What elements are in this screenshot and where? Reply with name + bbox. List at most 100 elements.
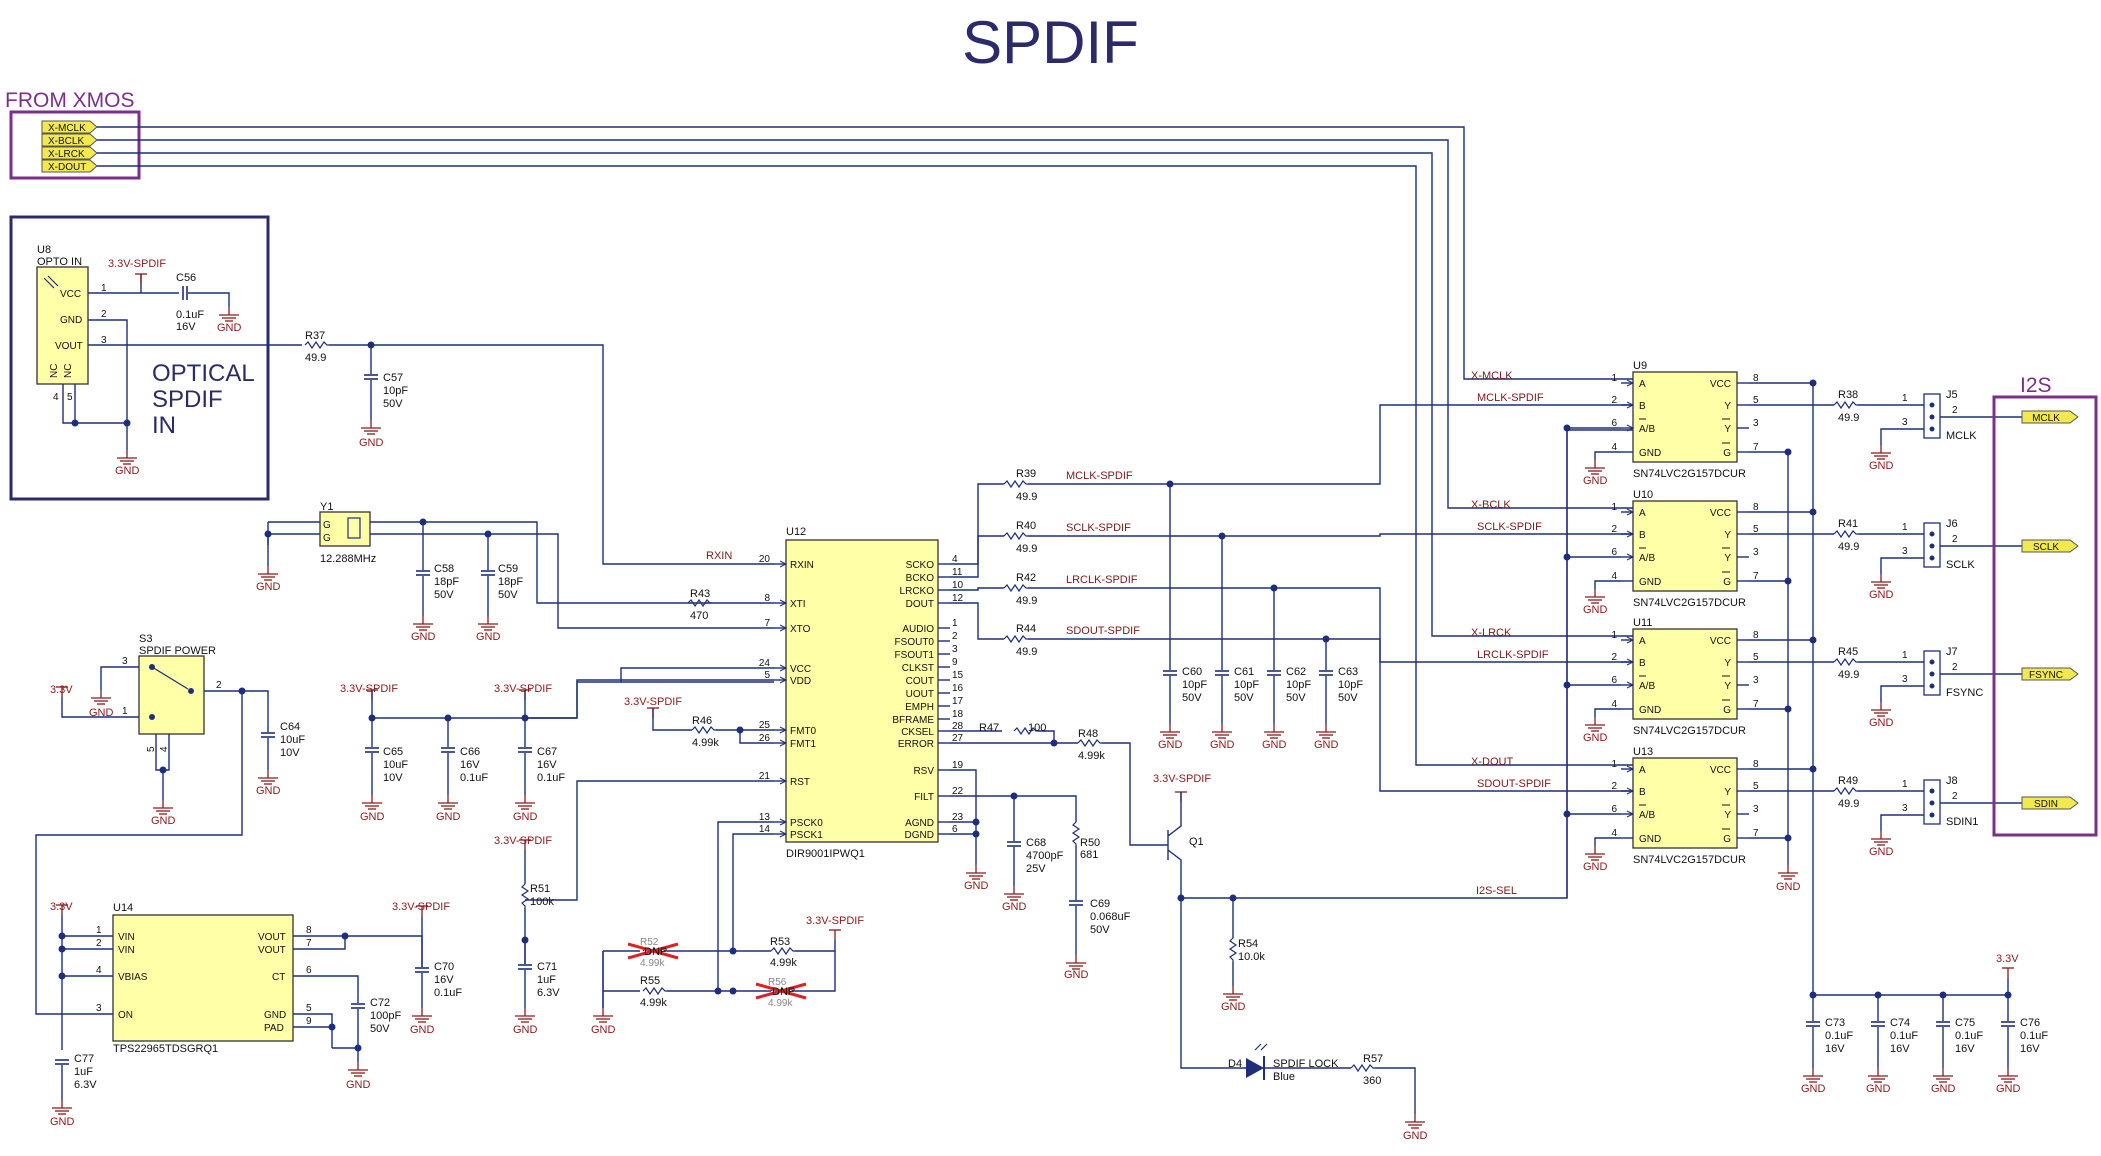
s3-num-1: 1 bbox=[122, 706, 128, 717]
c70-val: 16V bbox=[434, 974, 454, 986]
pin-arrow bbox=[1626, 530, 1635, 538]
pin-arrow bbox=[779, 726, 788, 734]
c56-volt: 16V bbox=[176, 321, 196, 333]
u12-right-pin-num: 15 bbox=[952, 670, 964, 681]
u12-right-pin-num: 11 bbox=[952, 567, 963, 578]
mux-left-num: 6 bbox=[1611, 418, 1617, 429]
u12-right-pin-label: ERROR bbox=[898, 739, 934, 750]
c56-val: 0.1uF bbox=[176, 309, 204, 321]
r57-val: 360 bbox=[1363, 1075, 1381, 1087]
d4-label: SPDIF LOCK bbox=[1273, 1058, 1339, 1070]
pin-arrow bbox=[779, 739, 788, 747]
c77-ref: C77 bbox=[74, 1053, 94, 1065]
u12-right-pin-label: LRCKO bbox=[900, 586, 935, 597]
i2s-flag-shape bbox=[2021, 667, 2079, 681]
mux-right-pin: Y bbox=[1724, 810, 1731, 821]
u8-num-5: 5 bbox=[67, 392, 73, 403]
mux-b-net: MCLK-SPDIF bbox=[1477, 392, 1544, 404]
gnd-label: GND bbox=[1403, 1130, 1428, 1142]
mux-left-pin: B bbox=[1639, 658, 1646, 669]
mux-left-num: 4 bbox=[1611, 571, 1617, 582]
pin-arrow bbox=[1626, 401, 1635, 409]
u12-right-pin-num: 1 bbox=[952, 618, 958, 629]
pin-arrow bbox=[1626, 810, 1635, 818]
decoupling-cap-volt: 16V bbox=[1890, 1043, 1910, 1055]
c77-volt: 6.3V bbox=[74, 1079, 97, 1091]
jack-pin bbox=[1929, 426, 1935, 432]
gnd-label: GND bbox=[436, 811, 461, 823]
mux-right-num: 8 bbox=[1753, 630, 1759, 641]
spdif-net-wire bbox=[950, 587, 1004, 591]
r46-val: 4.99k bbox=[692, 737, 719, 749]
s3-num-3: 3 bbox=[122, 656, 128, 667]
u14-num-3: 3 bbox=[96, 1003, 102, 1014]
gnd-symbol bbox=[1777, 864, 1799, 880]
mux-right-num: 3 bbox=[1753, 547, 1759, 558]
u12-right-pin-label: DOUT bbox=[906, 599, 934, 610]
u14-pin-vin1: VIN bbox=[118, 932, 135, 943]
c66-ref: C66 bbox=[460, 746, 480, 758]
r37-ref: R37 bbox=[305, 330, 325, 342]
u12-right-pin-num: 27 bbox=[952, 733, 964, 744]
spdif-net-route bbox=[1028, 638, 1633, 792]
decoupling-cap-volt: 16V bbox=[1955, 1043, 1975, 1055]
u14-num-5: 5 bbox=[306, 1003, 312, 1014]
c64-val: 10uF bbox=[280, 734, 305, 746]
page-title: SPDIF bbox=[962, 9, 1139, 76]
pin-arrow bbox=[779, 818, 788, 826]
c69-volt: 50V bbox=[1090, 924, 1110, 936]
c66-val: 16V bbox=[460, 759, 480, 771]
gnd-label: GND bbox=[1776, 881, 1801, 893]
gnd-label: GND bbox=[1583, 604, 1608, 616]
out-resistor bbox=[1833, 787, 1859, 795]
c70-ref: C70 bbox=[434, 961, 454, 973]
mux-right-num: 3 bbox=[1753, 804, 1759, 815]
u12-right-pin-num: 18 bbox=[952, 709, 964, 720]
u14-load-switch: U14 TPS22965TDSGRQ1 VIN VIN VBIAS ON 1 2… bbox=[50, 901, 462, 1128]
mux-right-pin: G bbox=[1723, 834, 1731, 845]
mux-right-pin: Y bbox=[1724, 553, 1731, 564]
mux-left-pin: GND bbox=[1639, 834, 1661, 845]
s3-ref: S3 bbox=[139, 633, 152, 645]
r51-ref: R51 bbox=[530, 883, 550, 895]
u12-right-pin-num: 22 bbox=[952, 786, 964, 797]
mux-left-pin: B bbox=[1639, 787, 1646, 798]
gnd-label: GND bbox=[1262, 739, 1287, 751]
spdif-res-val: 49.9 bbox=[1016, 646, 1037, 658]
gnd-symbol bbox=[1997, 1067, 2019, 1083]
pwr-label: 3.3V bbox=[50, 684, 73, 696]
c72-ref: C72 bbox=[370, 997, 390, 1009]
pin-arrow bbox=[1626, 765, 1635, 773]
u12-left-pin-num: 20 bbox=[759, 554, 771, 565]
u12-right-pin-num: 4 bbox=[952, 554, 958, 565]
u12-dir9001: U12 DIR9001IPWQ1 bbox=[785, 526, 939, 860]
spdif-res-val: 49.9 bbox=[1016, 543, 1037, 555]
mux-left-num: 2 bbox=[1611, 395, 1617, 406]
xmos-flag-label: X-DOUT bbox=[48, 162, 86, 173]
d4-ref: D4 bbox=[1228, 1058, 1242, 1070]
u14-num-9: 9 bbox=[306, 1016, 312, 1027]
u12-right-pin-label: UOUT bbox=[906, 689, 934, 700]
pin-arrow bbox=[1626, 379, 1635, 387]
u12-right-pin-label: FSOUT0 bbox=[895, 637, 935, 648]
mux-left-num: 4 bbox=[1611, 442, 1617, 453]
mux-right-num: 8 bbox=[1753, 502, 1759, 513]
optical-block: OPTICAL SPDIF IN bbox=[9, 215, 270, 501]
u12-right-pin-num: 19 bbox=[952, 760, 964, 771]
gnd-symbol bbox=[1870, 573, 1892, 589]
jack-pin-num: 2 bbox=[1952, 791, 1958, 802]
xmos-flag-label: X-LRCK bbox=[48, 149, 85, 160]
decoupling-cap-val: 0.1uF bbox=[1825, 1030, 1853, 1042]
pin-arrow bbox=[779, 830, 788, 838]
mux-left-pin: A bbox=[1639, 636, 1646, 647]
mux-right-num: 5 bbox=[1753, 781, 1759, 792]
decoupling-cap bbox=[1935, 1021, 1951, 1027]
u12-left-pin-num: 14 bbox=[759, 824, 771, 835]
u14-num-6: 6 bbox=[306, 965, 312, 976]
r51-val: 100k bbox=[530, 896, 554, 908]
gnd-symbol bbox=[1870, 444, 1892, 460]
optical-label-1: OPTICAL bbox=[152, 360, 255, 387]
mux-left-num: 6 bbox=[1611, 804, 1617, 815]
u12-right-pins: SCKO4BCKO11LRCKO10DOUT12AUDIO1FSOUT02FSO… bbox=[892, 554, 963, 841]
r43-val: 470 bbox=[690, 610, 708, 622]
